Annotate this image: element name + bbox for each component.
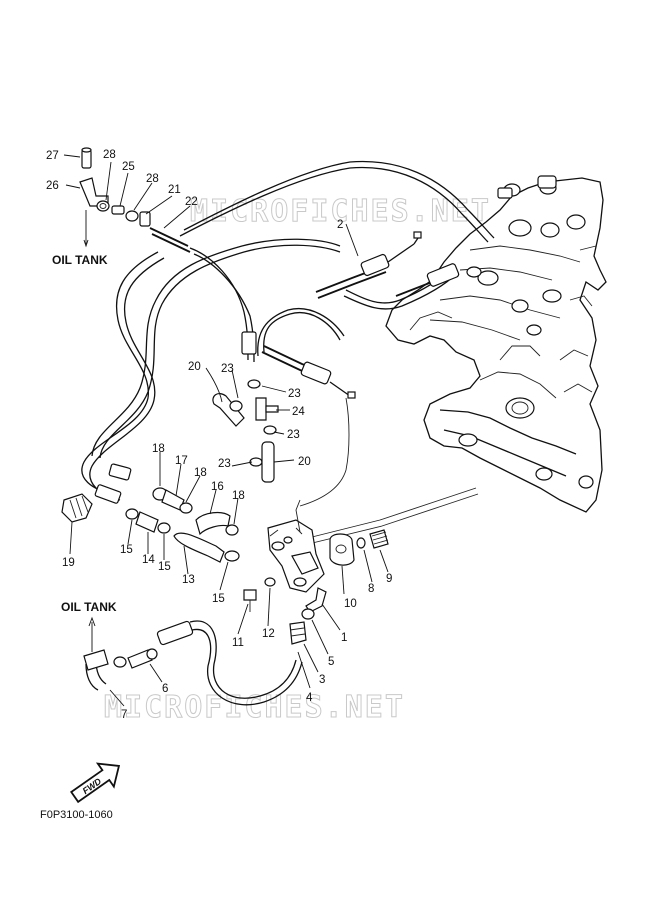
leader-lines <box>63 154 389 707</box>
callout-24: 24 <box>292 406 305 418</box>
callout-18a: 18 <box>152 443 165 455</box>
callout-22: 22 <box>185 196 198 208</box>
cables-and-hoses <box>81 160 495 706</box>
callout-4: 4 <box>306 692 313 704</box>
callout-23a: 23 <box>221 363 234 375</box>
callout-15c: 15 <box>212 593 225 605</box>
callout-20a: 20 <box>188 361 201 373</box>
callout-5: 5 <box>328 656 334 668</box>
callout-20b: 20 <box>298 456 311 468</box>
callout-13: 13 <box>182 574 195 586</box>
callout-10: 10 <box>344 598 357 610</box>
callout-23c: 23 <box>287 429 300 441</box>
callout-23d: 23 <box>218 458 231 470</box>
callout-2: 2 <box>337 219 343 231</box>
callout-15b: 15 <box>158 561 171 573</box>
oil-tank-label-bottom: OIL TANK <box>61 600 117 614</box>
callout-numbers: 27 28 25 28 21 22 26 2 20 23 23 24 23 23… <box>46 149 392 721</box>
callout-17: 17 <box>175 455 188 467</box>
diagram-code: F0P3100-1060 <box>40 809 113 821</box>
callout-18c: 18 <box>232 490 245 502</box>
fwd-arrow-icon: FWD <box>70 762 121 804</box>
callout-3: 3 <box>319 674 325 686</box>
watermark-top: MICROFICHES.NET <box>190 194 491 229</box>
callout-23b: 23 <box>288 388 301 400</box>
callout-18b: 18 <box>194 467 207 479</box>
callout-26: 26 <box>46 180 59 192</box>
callout-28a: 28 <box>103 149 116 161</box>
callout-1: 1 <box>341 632 347 644</box>
callout-15a: 15 <box>120 544 133 556</box>
callout-25: 25 <box>122 161 135 173</box>
watermark-bottom: MICROFICHES.NET <box>104 690 405 725</box>
callout-14: 14 <box>142 554 155 566</box>
callout-16: 16 <box>211 481 224 493</box>
oil-tank-label-top: OIL TANK <box>52 253 108 267</box>
small-parts <box>61 147 389 669</box>
callout-27: 27 <box>46 150 59 162</box>
engine-block <box>385 175 607 513</box>
callout-9: 9 <box>386 573 392 585</box>
callout-19: 19 <box>62 557 75 569</box>
callout-7: 7 <box>121 709 127 721</box>
callout-12: 12 <box>262 628 275 640</box>
callout-28b: 28 <box>146 173 159 185</box>
callout-21: 21 <box>168 184 181 196</box>
callout-11: 11 <box>232 637 244 649</box>
callout-8: 8 <box>368 583 374 595</box>
callout-6: 6 <box>162 683 168 695</box>
